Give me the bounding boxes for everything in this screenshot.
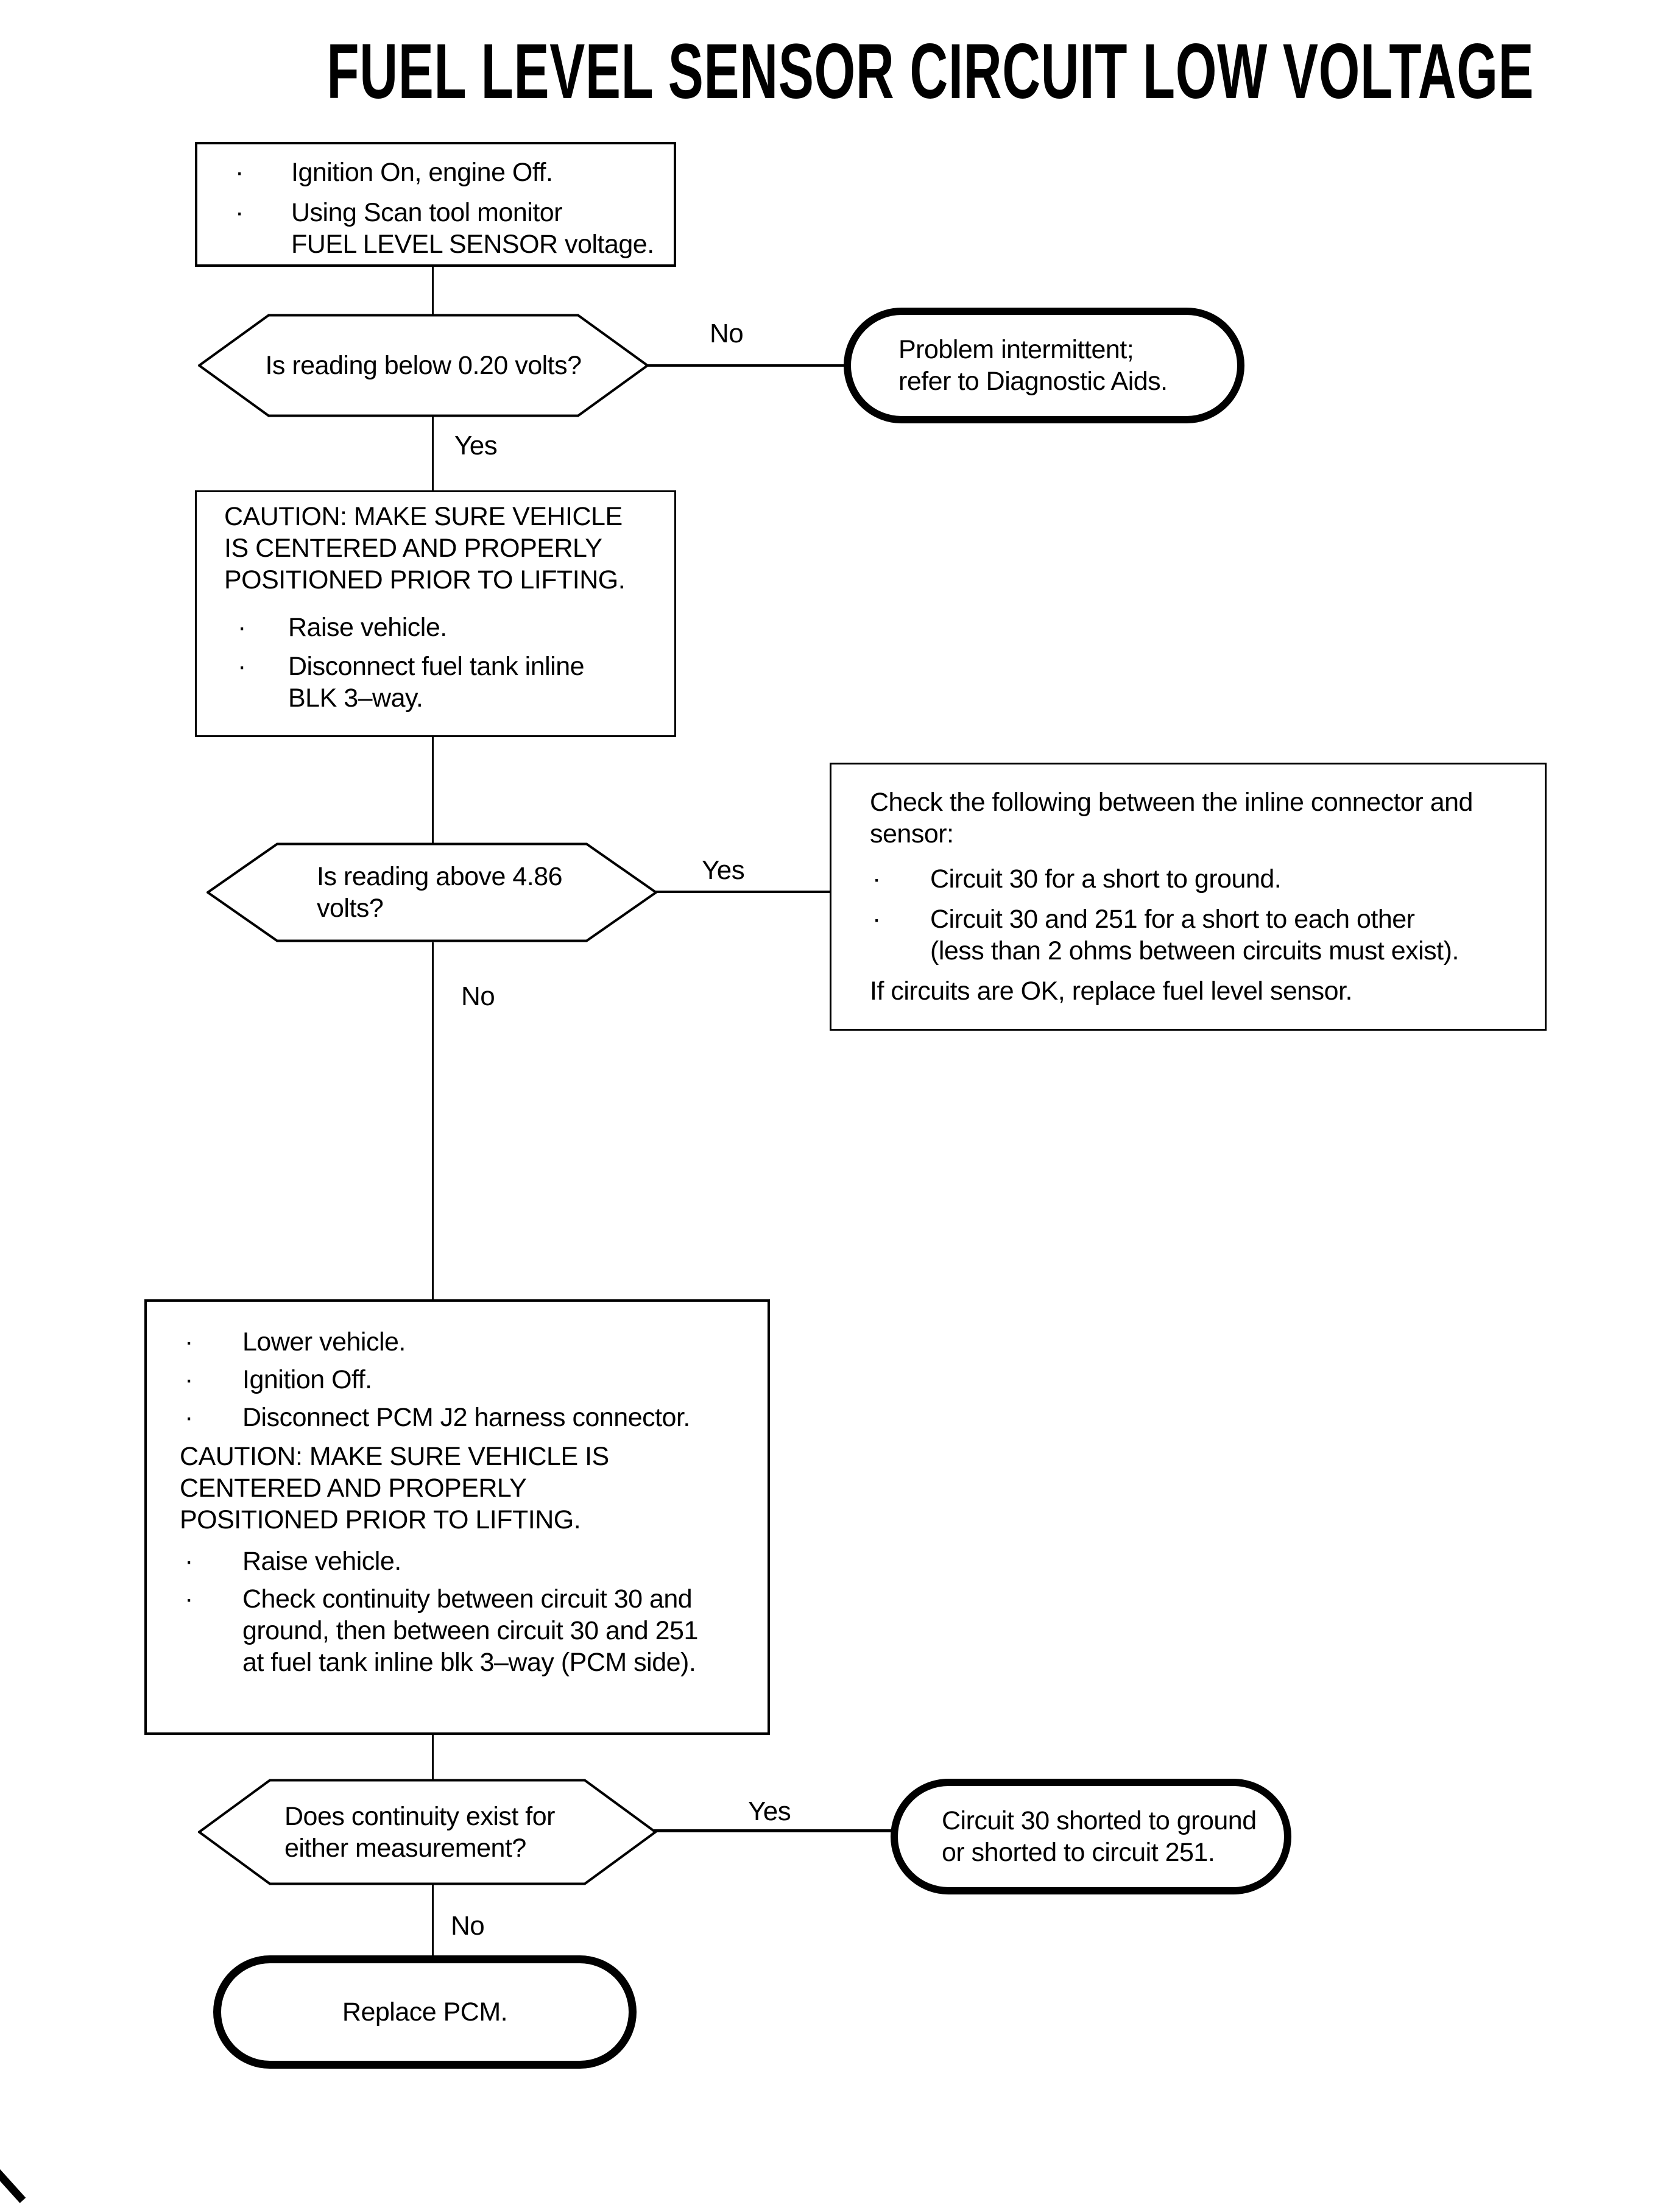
decision-3-question: Does continuity exist for either measure…: [284, 1801, 555, 1863]
caution-bullet-1: Raise vehicle.: [288, 613, 447, 642]
steps-bullet-5: Check continuity between circuit 30 and …: [242, 1584, 698, 1677]
terminal-problem-intermittent: Problem intermittent; refer to Diagnosti…: [844, 308, 1244, 423]
bullet-icon: ·: [872, 905, 881, 934]
caution-bullet-row-2: · Disconnect fuel tank inline BLK 3–way.: [238, 651, 668, 714]
decision-reading-below-020: Is reading below 0.20 volts?: [198, 314, 649, 417]
start-bullet-1: Ignition On, engine Off.: [291, 158, 553, 187]
connector-decision1-no: [646, 364, 845, 367]
steps-bullet-row-5: · Check continuity between circuit 30 an…: [185, 1583, 759, 1678]
bullet-icon: ·: [235, 158, 244, 187]
check-bullet-2: Circuit 30 and 251 for a short to each o…: [930, 905, 1459, 966]
decision-1-no-label: No: [710, 319, 744, 348]
hexagon-shape: [206, 842, 657, 942]
check-bullet-row-1: · Circuit 30 for a short to ground.: [872, 863, 1533, 895]
bullet-icon: ·: [185, 1584, 194, 1614]
connector-decision2-to-steps: [432, 942, 434, 1301]
steps-bullet-row-4: · Raise vehicle.: [185, 1545, 759, 1577]
decision-1-question: Is reading below 0.20 volts?: [265, 351, 582, 380]
connector-decision1-to-caution: [432, 416, 434, 492]
decision-3-yes-label: Yes: [748, 1796, 791, 1826]
page-title: FUEL LEVEL SENSOR CIRCUIT LOW VOLTAGE: [326, 28, 1534, 115]
hexagon-shape: [198, 314, 649, 417]
steps-bullet-row-2: · Ignition Off.: [185, 1364, 759, 1396]
decision-1-text-wrap: Is reading below 0.20 volts?: [198, 314, 649, 417]
decision-1-yes-label: Yes: [454, 431, 498, 461]
decision-3-no-label: No: [451, 1911, 485, 1941]
connector-decision3-to-replace: [432, 1884, 434, 1957]
connector-decision2-yes: [655, 891, 831, 893]
steps-bullet-2: Ignition Off.: [242, 1365, 372, 1394]
page-title-row: FUEL LEVEL SENSOR CIRCUIT LOW VOLTAGE: [0, 27, 1680, 116]
steps-bullet-row-1: · Lower vehicle.: [185, 1326, 759, 1358]
caution-bullet-2: Disconnect fuel tank inline BLK 3–way.: [288, 652, 585, 713]
steps-bullet-3: Disconnect PCM J2 harness connector.: [242, 1403, 690, 1432]
check-bullet-1: Circuit 30 for a short to ground.: [930, 864, 1282, 894]
start-box: · Ignition On, engine Off. · Using Scan …: [195, 142, 676, 267]
decision-3-text-wrap: Does continuity exist for either measure…: [198, 1779, 657, 1885]
steps-bullet-4: Raise vehicle.: [242, 1547, 401, 1576]
caution-box: CAUTION: MAKE SURE VEHICLE IS CENTERED A…: [195, 490, 676, 737]
terminal-2-text: Circuit 30 shorted to ground or shorted …: [942, 1806, 1257, 1867]
terminal-circuit30-shorted: Circuit 30 shorted to ground or shorted …: [891, 1779, 1291, 1894]
connector-caution-to-decision2: [432, 736, 434, 844]
decision-2-question: Is reading above 4.86 volts?: [317, 862, 563, 923]
connector-decision3-yes: [654, 1829, 892, 1832]
steps-bullet-row-3: · Disconnect PCM J2 harness connector.: [185, 1402, 759, 1433]
steps-bullet-1: Lower vehicle.: [242, 1327, 406, 1357]
check-circuits-box: Check the following between the inline c…: [830, 763, 1547, 1031]
steps-caution-text: CAUTION: MAKE SURE VEHICLE IS CENTERED A…: [180, 1442, 609, 1534]
hexagon-shape: [198, 1779, 657, 1885]
steps-box: · Lower vehicle. · Ignition Off. · Disco…: [144, 1299, 770, 1735]
decision-2-no-label: No: [461, 981, 495, 1011]
decision-reading-above-486: Is reading above 4.86 volts?: [206, 842, 657, 942]
connector-steps-to-decision3: [432, 1734, 434, 1780]
check-intro: Check the following between the inline c…: [870, 788, 1473, 849]
start-bullet-row-1: · Ignition On, engine Off.: [235, 157, 668, 188]
start-bullet-2: Using Scan tool monitor FUEL LEVEL SENSO…: [291, 198, 654, 259]
check-outro: If circuits are OK, replace fuel level s…: [870, 976, 1352, 1006]
start-bullet-row-2: · Using Scan tool monitor FUEL LEVEL SEN…: [235, 197, 668, 260]
bullet-icon: ·: [238, 613, 247, 642]
decision-2-yes-label: Yes: [702, 855, 745, 885]
caution-text: CAUTION: MAKE SURE VEHICLE IS CENTERED A…: [224, 502, 626, 595]
bullet-icon: ·: [185, 1403, 194, 1432]
caution-bullet-row-1: · Raise vehicle.: [238, 612, 668, 643]
bullet-icon: ·: [185, 1327, 194, 1357]
terminal-replace-pcm: Replace PCM.: [213, 1955, 637, 2069]
terminal-3-text: Replace PCM.: [342, 1997, 508, 2027]
decision-continuity-exists: Does continuity exist for either measure…: [198, 1779, 657, 1885]
bullet-icon: ·: [238, 652, 247, 681]
decision-2-text-wrap: Is reading above 4.86 volts?: [206, 842, 657, 942]
connector-start-to-decision1: [432, 266, 434, 316]
check-bullet-row-2: · Circuit 30 and 251 for a short to each…: [872, 903, 1533, 967]
bullet-icon: ·: [185, 1365, 194, 1394]
page-corner-scan-artifact: [0, 2169, 26, 2203]
bullet-icon: ·: [185, 1547, 194, 1576]
bullet-icon: ·: [235, 198, 244, 227]
bullet-icon: ·: [872, 864, 881, 894]
terminal-1-text: Problem intermittent; refer to Diagnosti…: [898, 335, 1168, 396]
